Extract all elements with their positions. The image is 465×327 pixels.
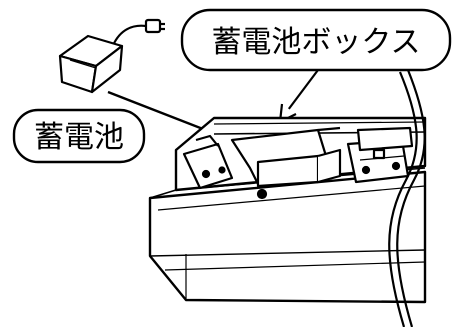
power-cable [388,69,426,327]
label-battery: 蓄電池 [12,108,146,164]
battery-pack [58,18,165,94]
slot-front [256,154,320,188]
battery-side-face [90,44,124,94]
battery-connector [144,18,162,34]
label-battery-box: 蓄電池ボックス [180,8,452,72]
label-battery-frame [12,108,146,164]
right-terminal-block [346,126,414,184]
battery-box-slot [230,126,342,200]
box-leader-line [278,69,319,124]
label-battery-box-text: 蓄電池ボックス [211,25,420,60]
label-battery-text: 蓄電池 [34,120,124,155]
label-battery-box-frame [180,8,452,72]
left-bracket [182,134,234,190]
enclosure-front [148,170,427,304]
slot-screw [256,188,268,200]
left-bracket-plate [182,142,234,190]
